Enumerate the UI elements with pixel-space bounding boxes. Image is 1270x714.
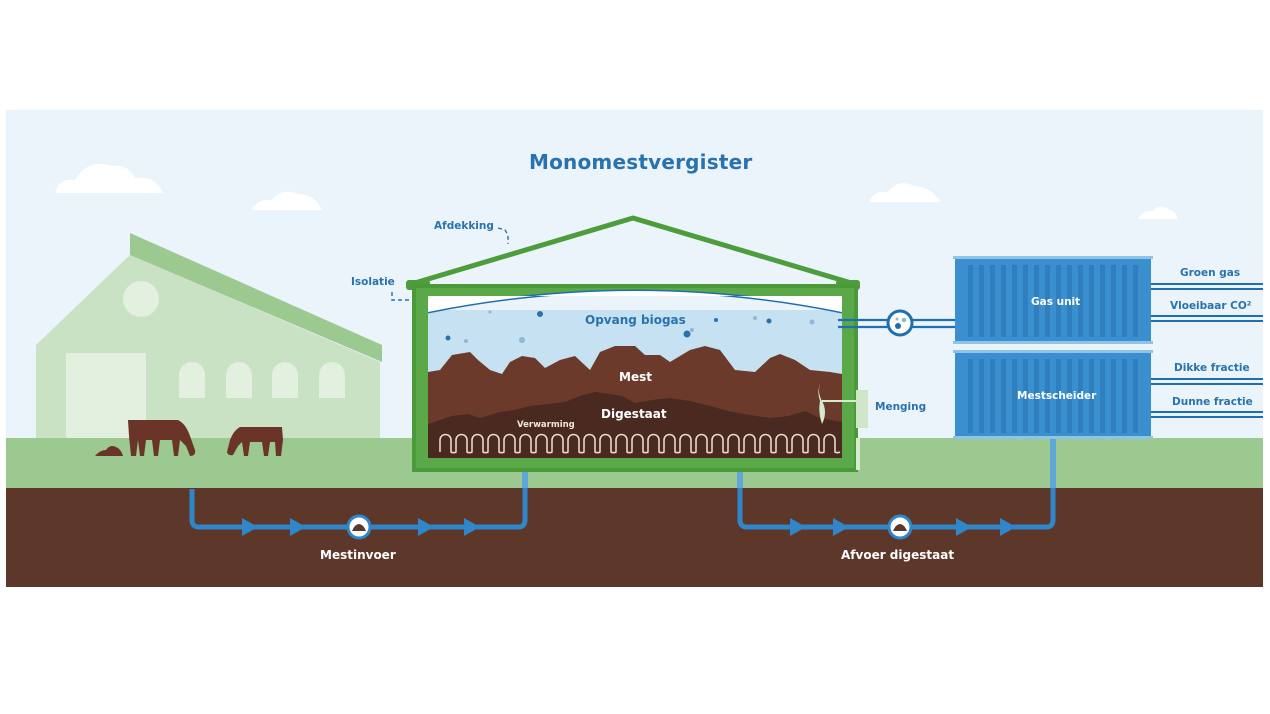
manure-pump-icon xyxy=(346,514,372,540)
output-pipes xyxy=(1151,283,1263,418)
container-rib xyxy=(1023,359,1028,433)
container-rib xyxy=(968,265,973,337)
diagram-title: Monomestvergister xyxy=(529,150,753,174)
label-afdekking: Afdekking xyxy=(434,220,494,232)
container-rib xyxy=(1100,359,1105,433)
cloud-icon xyxy=(252,191,322,210)
flow-arrow-icon xyxy=(1000,518,1016,536)
container-rib xyxy=(1122,359,1127,433)
label-verwarming: Verwarming xyxy=(517,420,575,430)
afdekking-connector xyxy=(497,227,509,244)
gas-bubbles xyxy=(445,311,772,341)
label-groen-gas: Groen gas xyxy=(1180,267,1241,279)
barn xyxy=(36,233,382,440)
container-rib xyxy=(1012,359,1017,433)
label-mest: Mest xyxy=(619,370,652,384)
container-rib xyxy=(1034,265,1039,337)
label-afvoer-digestaat: Afvoer digestaat xyxy=(841,548,955,562)
cloud-icon xyxy=(1138,206,1178,219)
container-rib xyxy=(1089,265,1094,337)
container-rib xyxy=(1122,265,1127,337)
cow-icon xyxy=(227,427,283,456)
container-rib xyxy=(1001,359,1006,433)
container-rib xyxy=(1100,265,1105,337)
container-rib xyxy=(979,359,984,433)
container-rib xyxy=(1078,359,1083,433)
flow-arrow-icon xyxy=(464,518,480,536)
inlet-riser xyxy=(522,470,528,488)
gas-unit-container xyxy=(953,256,1153,344)
container-rib xyxy=(1034,359,1039,433)
cloud-icon xyxy=(55,163,163,193)
container-rib xyxy=(1001,265,1006,337)
label-dikke-fractie: Dikke fractie xyxy=(1174,362,1250,374)
container-rib xyxy=(968,359,973,433)
digestate-pump-icon xyxy=(887,514,913,540)
outlet-riser xyxy=(737,470,743,488)
container-rib xyxy=(1012,265,1017,337)
container-rib xyxy=(1067,265,1072,337)
flow-arrow-icon xyxy=(418,518,434,536)
label-opvang-biogas: Opvang biogas xyxy=(585,313,686,327)
container-rib xyxy=(1133,359,1138,433)
isolatie-connector xyxy=(391,292,410,301)
container-rib xyxy=(1023,265,1028,337)
digester xyxy=(406,215,868,472)
mixer-icon xyxy=(818,380,868,470)
soil-underground xyxy=(6,488,1263,587)
label-mestinvoer: Mestinvoer xyxy=(320,548,396,562)
container-rib xyxy=(1078,265,1083,337)
label-mestscheider: Mestscheider xyxy=(1017,390,1097,402)
cow-icon xyxy=(128,420,196,456)
container-rib xyxy=(1056,265,1061,337)
heating-coil-icon xyxy=(439,433,841,454)
container-rib xyxy=(1089,359,1094,433)
container-rib xyxy=(1111,265,1116,337)
container-rib xyxy=(1056,359,1061,433)
label-isolatie: Isolatie xyxy=(351,276,395,288)
flow-arrow-icon xyxy=(242,518,258,536)
manure-pile-icon xyxy=(95,446,123,456)
flow-arrow-icon xyxy=(790,518,806,536)
separator-riser xyxy=(1050,438,1056,488)
container-rib xyxy=(979,265,984,337)
flow-arrow-icon xyxy=(833,518,849,536)
label-menging: Menging xyxy=(875,401,927,413)
label-dunne-fractie: Dunne fractie xyxy=(1172,396,1253,408)
container-rib xyxy=(1111,359,1116,433)
container-rib xyxy=(1045,359,1050,433)
label-gas-unit: Gas unit xyxy=(1031,296,1081,308)
flow-arrow-icon xyxy=(290,518,306,536)
label-vloeibaar-co2: Vloeibaar CO² xyxy=(1170,300,1252,312)
gas-pipe xyxy=(838,309,955,337)
cloud-icon xyxy=(869,183,940,202)
mestscheider-container xyxy=(953,350,1153,439)
container-rib xyxy=(1045,265,1050,337)
label-digestaat: Digestaat xyxy=(601,407,667,421)
container-rib xyxy=(1067,359,1072,433)
roof-cover xyxy=(407,215,859,288)
container-rib xyxy=(990,265,995,337)
flow-arrow-icon xyxy=(956,518,972,536)
container-rib xyxy=(1133,265,1138,337)
container-rib xyxy=(990,359,995,433)
